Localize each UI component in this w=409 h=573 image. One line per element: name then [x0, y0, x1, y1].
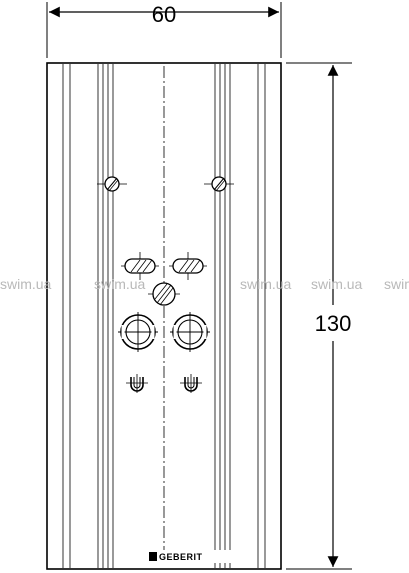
clip-right	[180, 374, 202, 393]
watermarks: swim.ua swim.ua swim.ua swim.ua swim.ua	[0, 276, 409, 292]
brand-logo-bg	[146, 550, 234, 563]
watermark-text: swim.ua	[94, 276, 146, 292]
pipe-opening-left	[118, 312, 158, 352]
height-dimension: 130	[286, 62, 358, 570]
watermark-text: swim.ua	[240, 276, 292, 292]
pipe-opening-right	[170, 312, 210, 352]
clip-left	[126, 374, 148, 393]
mounting-hole-right	[204, 176, 234, 192]
brand-name: GEBERIT	[159, 552, 203, 562]
watermark-text: swim.ua	[384, 276, 409, 292]
brand-mark-icon	[149, 552, 157, 561]
center-hole	[148, 282, 180, 306]
width-dimension: 60	[46, 2, 282, 58]
slot-hole-right	[169, 252, 207, 280]
profile-lines	[62, 64, 266, 568]
height-label-bg	[308, 305, 358, 341]
mounting-hole-left	[97, 176, 127, 192]
height-label: 130	[315, 311, 352, 336]
brand-logo: GEBERIT	[146, 550, 234, 563]
width-label: 60	[152, 2, 176, 27]
watermark-text: swim.ua	[0, 276, 52, 292]
panel-outline	[46, 62, 282, 570]
slot-hole-left	[121, 252, 159, 280]
watermark-text: swim.ua	[311, 276, 363, 292]
